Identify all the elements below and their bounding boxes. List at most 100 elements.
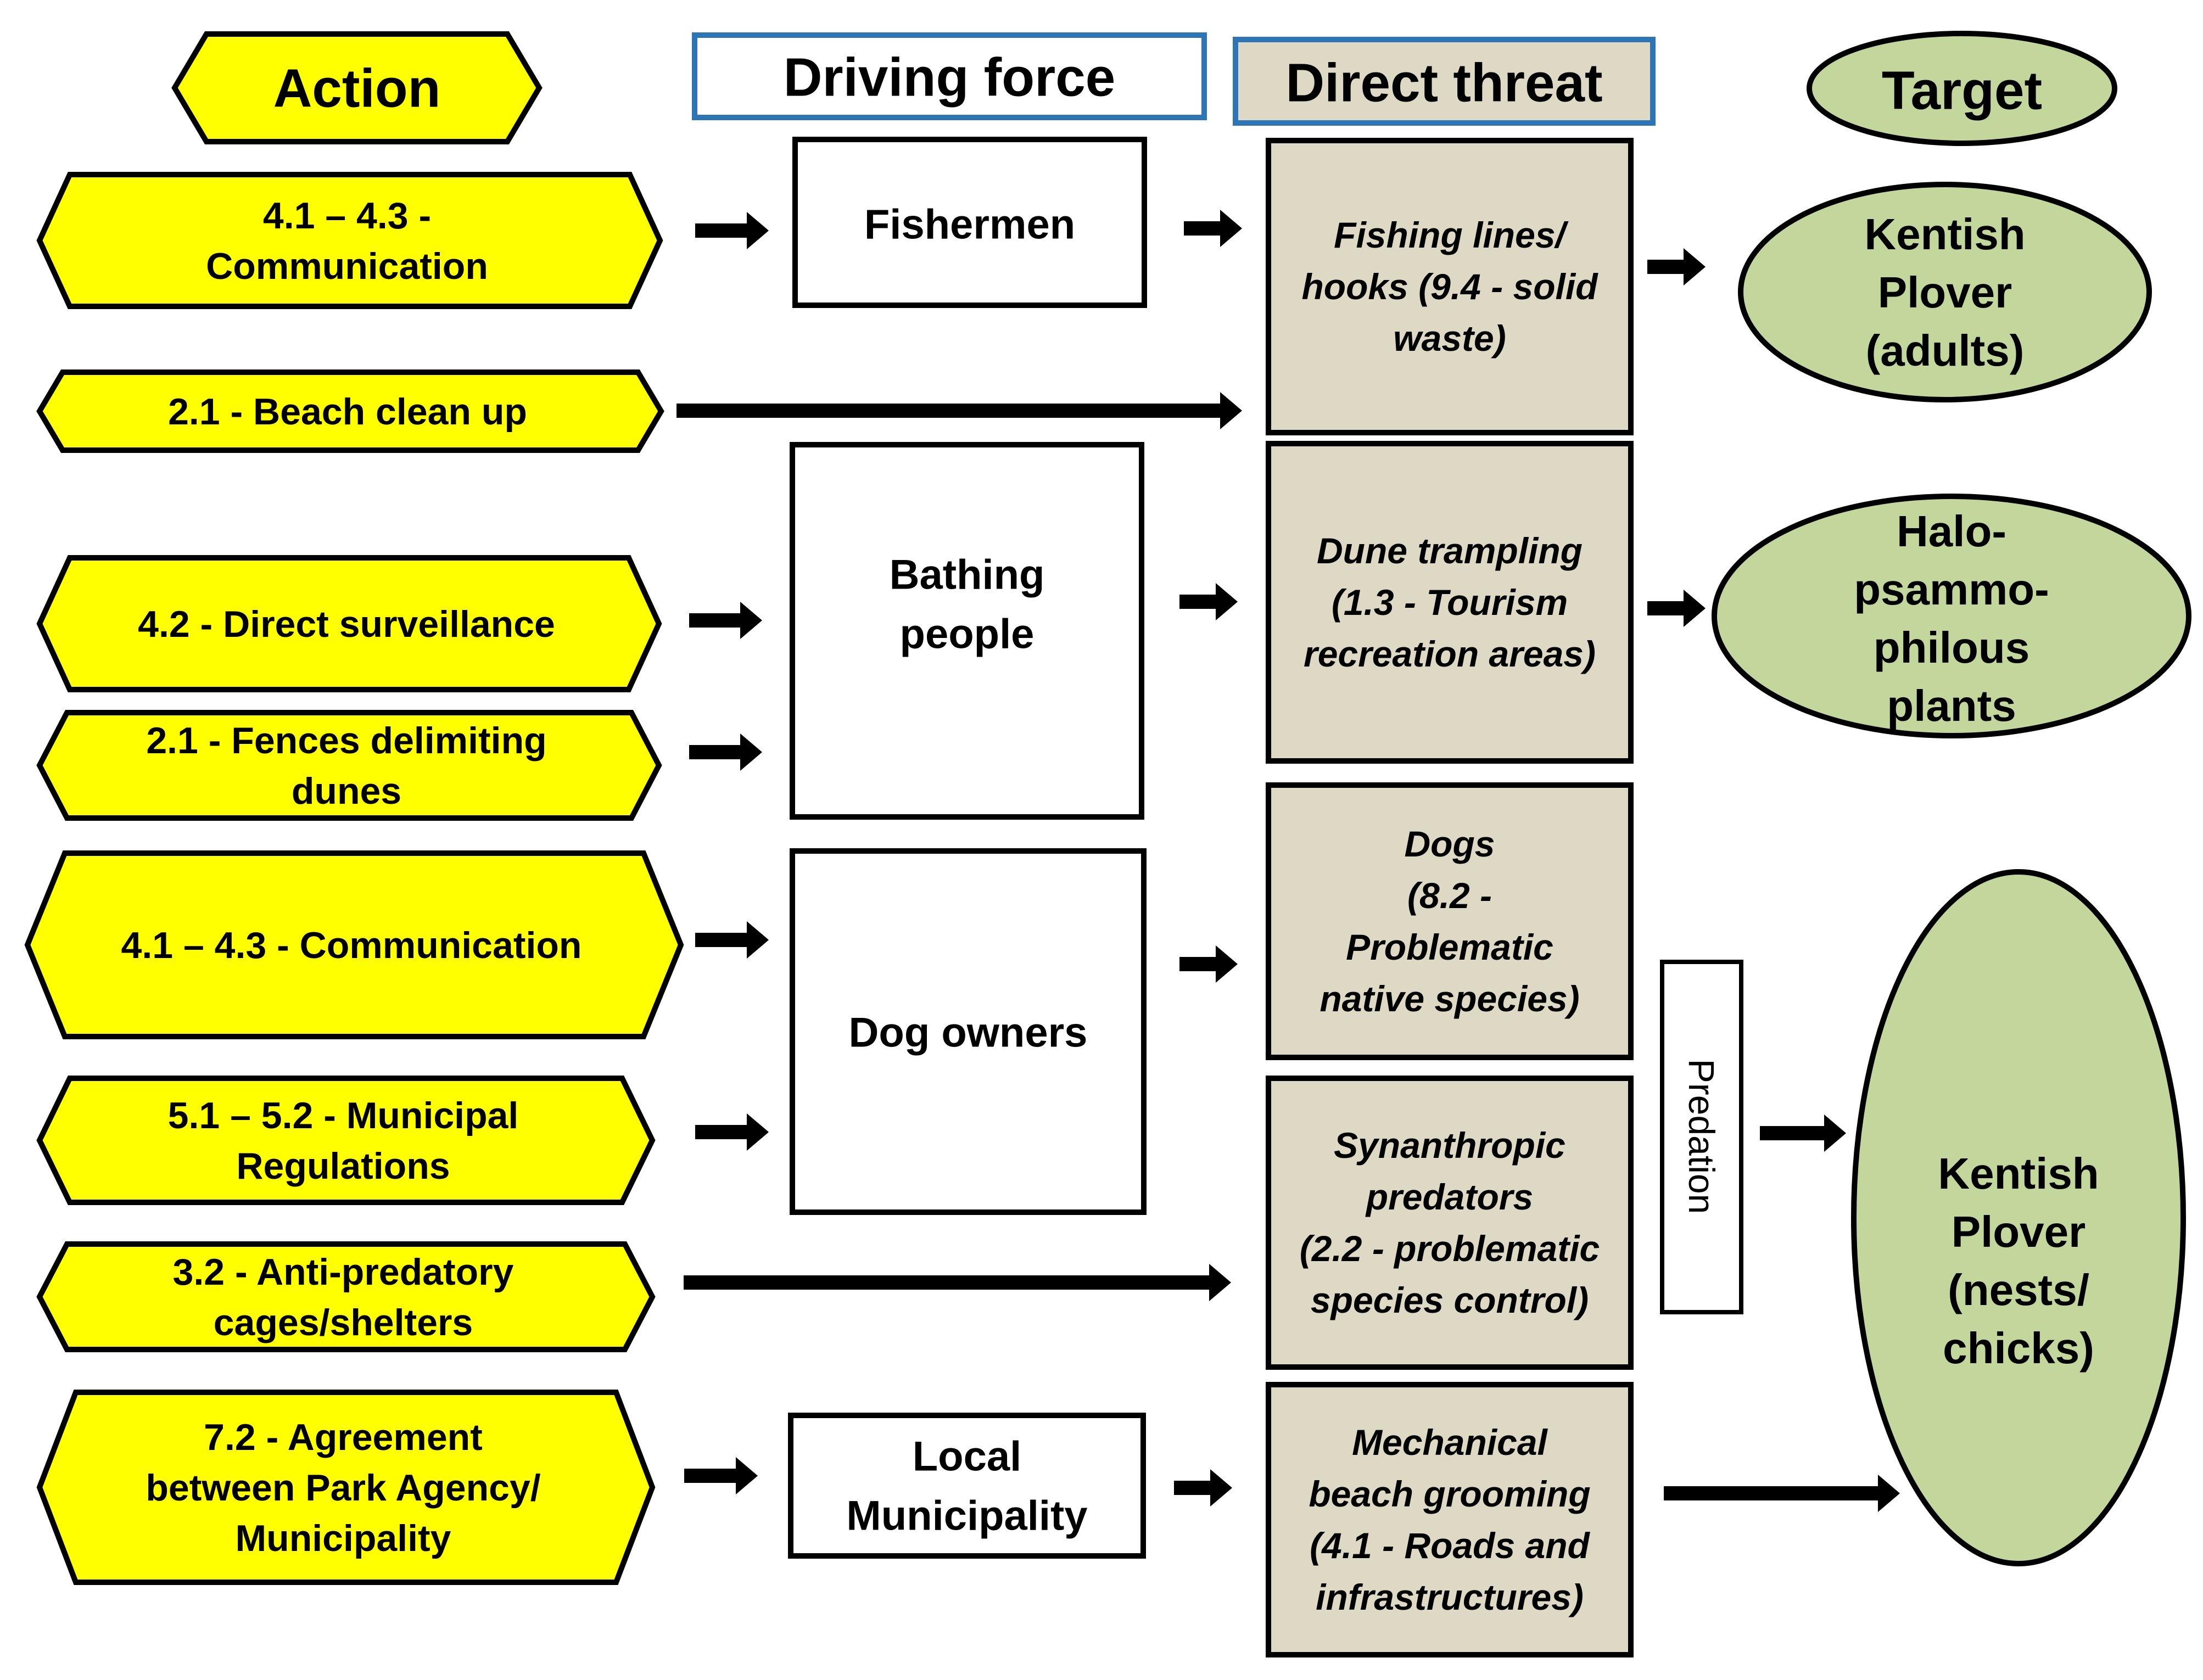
target-label-g3-line: Kentish [1938,1149,2099,1198]
driving-force-label-d2-line: Bathing [890,552,1045,598]
predation-label-text: Predation [1681,1059,1722,1214]
threat-label-t1-line: Fishing lines/ [1334,215,1569,255]
threat-label-t4-line: predators [1365,1177,1533,1217]
target-ellipse-g2 [1712,494,2191,738]
action-hexagon-a8 [36,1390,656,1585]
threat-label-t2-line: Dune trampling [1317,530,1583,571]
arrow-a5-d3 [695,921,769,959]
threat-label-t3-line: Dogs [1405,824,1495,864]
header-action: Action [273,58,441,118]
header-driving-force: Driving force [784,47,1115,107]
arrow-a8-d4 [684,1457,758,1494]
threat-label-t3-line: native species) [1319,978,1579,1019]
header-driving-force-line: Driving force [784,47,1115,107]
action-label-a7-line: 3.2 - Anti-predatory [173,1251,514,1293]
threat-label-t4-line: Synanthropic [1334,1125,1565,1166]
threat-box-t1 [1266,138,1634,435]
threat-label-t3-line: (8.2 - [1407,875,1492,916]
threat-label-t5-line: infrastructures) [1316,1577,1584,1617]
action-label-a2-line: 2.1 - Beach clean up [168,391,527,433]
arrow-a3-d2 [689,602,762,639]
arrow-a6-d3 [695,1113,769,1151]
action-label-a1: 4.1 – 4.3 -Communication [206,195,488,287]
arrow-a1-d1 [695,212,769,249]
action-label-a4-line: 2.1 - Fences delimiting [146,720,546,761]
action-label-a7-line: cages/shelters [214,1302,473,1343]
threat-label-t1-line: waste) [1393,318,1506,359]
driving-force-label-d4-line: Municipality [846,1493,1087,1539]
arrow-t5-g3 [1664,1475,1900,1512]
target-label-g2: Halo-psammo-philous plants [1854,507,2049,730]
action-label-a2: 2.1 - Beach clean up [168,391,527,433]
header-action-shape [171,31,543,144]
driving-force-label-d2: Bathing people [890,552,1045,658]
threat-label-t5-line: (4.1 - Roads and [1310,1525,1590,1566]
action-label-a6-line: Regulations [236,1145,450,1187]
threat-label-t5-line: Mechanical [1352,1422,1548,1463]
target-label-g1-line: Plover [1878,268,2012,317]
action-hexagon-a7 [36,1241,656,1352]
target-label-g2-line: psammo- [1854,565,2049,614]
threat-box-t3 [1266,782,1634,1060]
target-label-g2-line: plants [1887,681,2016,730]
target-label-g2-line: Halo- [1897,507,2006,556]
threat-label-t3: Dogs (8.2 - Problematic native species) [1319,824,1579,1019]
action-label-a8-line: Municipality [236,1517,451,1559]
action-hexagon-a2 [36,369,664,453]
target-label-g3-line: Plover [1952,1207,2086,1256]
threat-label-t2-line: recreation areas) [1304,634,1596,674]
arrow-d1-t1 [1184,210,1242,247]
target-label-g2-line: philous [1874,623,2029,672]
threat-box-t4 [1266,1076,1634,1370]
driving-force-label-d2-line: people [900,611,1035,658]
arrow-a2-t1 [676,392,1242,429]
header-direct-threat-box [1233,37,1656,126]
header-target-shape [1807,31,2117,146]
target-label-g1-line: Kentish [1864,210,2025,259]
action-label-a4-line: dunes [292,770,401,812]
action-label-a5-line: 4.1 – 4.3 - Communication [121,925,582,966]
driving-force-box-d4 [788,1413,1146,1559]
driving-force-box-d3 [790,848,1147,1215]
action-hexagon-a1 [36,172,663,309]
driving-force-label-d4-line: Local [913,1433,1022,1480]
threat-label-t2: Dune trampling (1.3 - Tourism recreation a… [1304,530,1596,674]
header-direct-threat-line: Direct threat [1285,52,1602,113]
arrow-d4-t5 [1174,1469,1232,1507]
driving-force-label-d1: Fishermen [864,201,1075,248]
action-hexagon-a3 [36,555,662,692]
target-ellipse-g1 [1738,182,2152,402]
threat-label-t4-line: species control) [1311,1280,1589,1320]
header-action-line: Action [273,58,441,118]
action-label-a4: 2.1 - Fences delimiting dunes [146,720,546,812]
threat-box-t5 [1266,1382,1634,1657]
action-hexagon-a5 [24,850,684,1039]
threat-box-t2 [1266,441,1634,764]
threat-label-t5-line: beach grooming [1309,1474,1590,1514]
predation-box [1660,960,1743,1314]
action-label-a1-line: Communication [206,245,488,287]
header-target-line: Target [1882,60,2042,120]
arrow-t2-g2 [1647,590,1706,627]
threat-label-t3-line: Problematic [1346,927,1553,967]
threat-label-t5: Mechanical beach grooming (4.1 - Roads and… [1309,1422,1590,1617]
target-label-g3-line: (nests/ [1948,1265,2089,1314]
threat-label-t2-line: (1.3 - Tourism [1332,582,1568,623]
predation-label: Predation [1681,1059,1722,1214]
arrow-a4-d2 [689,733,762,771]
action-hexagon-a6 [36,1076,656,1205]
arrow-d3-t3 [1179,945,1238,983]
driving-force-label-d3-line: Dog owners [849,1010,1088,1056]
action-label-a8-line: 7.2 - Agreement [204,1416,483,1458]
arrow-d2-t2 [1179,583,1238,620]
header-driving-force-box [692,32,1207,120]
